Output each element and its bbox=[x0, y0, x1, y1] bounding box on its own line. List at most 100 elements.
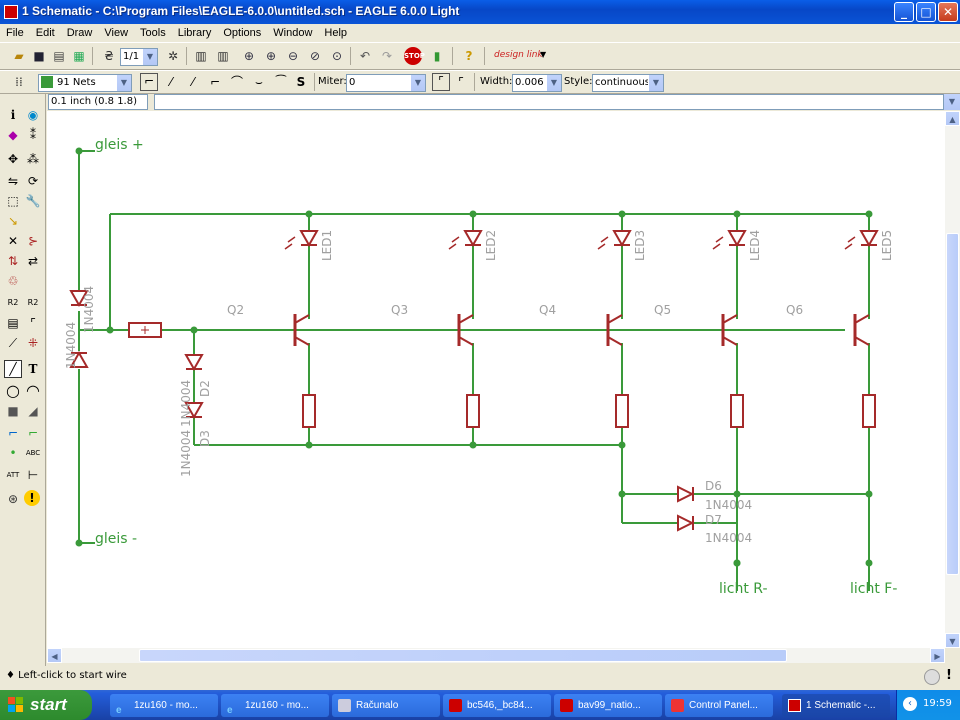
eagle-app-icon[interactable] bbox=[4, 5, 18, 19]
start-button[interactable]: start bbox=[0, 690, 92, 720]
copy-icon[interactable]: ⁂ bbox=[27, 152, 39, 166]
scroll-left-icon[interactable]: ◀ bbox=[47, 648, 62, 663]
diode-d0[interactable] bbox=[69, 350, 89, 369]
label-icon[interactable]: ABC bbox=[25, 449, 41, 457]
stop-icon[interactable]: STOP bbox=[404, 47, 425, 65]
display-icon[interactable]: ◆ bbox=[8, 128, 18, 142]
wire-bend-6-icon[interactable]: ⁀ bbox=[276, 75, 286, 89]
script-icon[interactable]: ▥ bbox=[195, 49, 207, 63]
menu-window[interactable]: Window bbox=[273, 27, 313, 39]
miter-icon[interactable]: ⌜ bbox=[30, 316, 36, 330]
scroll-down-icon[interactable]: ▼ bbox=[945, 633, 960, 648]
zoom-select-icon[interactable]: ⊙ bbox=[331, 49, 343, 63]
wire-bend-4-icon[interactable]: ⌒ bbox=[230, 75, 243, 89]
menu-draw[interactable]: Draw bbox=[66, 27, 93, 39]
menu-library[interactable]: Library bbox=[177, 27, 212, 39]
info-icon[interactable]: i bbox=[10, 108, 16, 122]
led-led5[interactable] bbox=[844, 230, 879, 250]
led-led2[interactable] bbox=[448, 230, 483, 250]
cam-icon[interactable]: ▦ bbox=[73, 49, 85, 63]
replace-icon[interactable]: ♲ bbox=[7, 274, 19, 288]
command-line-input[interactable] bbox=[154, 94, 944, 110]
layer-select[interactable]: 91 Nets ▼ bbox=[38, 74, 132, 92]
chevron-down-icon[interactable]: ▼ bbox=[540, 50, 547, 59]
group-icon[interactable]: ⬚ bbox=[7, 194, 19, 208]
arc-icon[interactable]: ◠ bbox=[26, 381, 40, 400]
led-led3[interactable] bbox=[597, 230, 632, 250]
menu-tools[interactable]: Tools bbox=[140, 27, 166, 39]
diode-d2[interactable] bbox=[184, 354, 204, 372]
help-icon[interactable]: ? bbox=[465, 49, 473, 63]
errors-icon[interactable]: ! bbox=[24, 490, 40, 506]
transistor-q6[interactable] bbox=[853, 314, 870, 346]
transistor-q4[interactable] bbox=[606, 314, 623, 346]
save-icon[interactable]: ■ bbox=[33, 49, 45, 63]
menu-edit[interactable]: Edit bbox=[35, 27, 55, 39]
minimize-button[interactable]: _ bbox=[894, 2, 914, 22]
tray-expand-icon[interactable]: ‹ bbox=[903, 697, 917, 711]
mark-icon[interactable]: ⁑ bbox=[30, 128, 36, 142]
erc-icon[interactable]: ⊛ bbox=[7, 492, 19, 506]
led-led4[interactable] bbox=[712, 230, 747, 250]
attribute-icon[interactable]: ATT bbox=[6, 471, 20, 479]
go-icon[interactable]: ▮ bbox=[433, 49, 441, 63]
wire-bend-5-icon[interactable]: ⌣ bbox=[255, 75, 263, 89]
sheet-select[interactable]: 1/1▼ bbox=[120, 48, 158, 66]
polygon-icon[interactable]: ◢ bbox=[28, 404, 38, 418]
use-icon[interactable]: ✲ bbox=[167, 49, 179, 63]
name-icon[interactable]: R2 bbox=[7, 298, 19, 307]
scroll-right-icon[interactable]: ▶ bbox=[930, 648, 945, 663]
width-select[interactable]: 0.006▼ bbox=[512, 74, 562, 92]
menu-view[interactable]: View bbox=[104, 27, 129, 39]
add-icon[interactable]: ⊱ bbox=[27, 234, 39, 248]
taskbar-item-pdf-2[interactable]: bav99_natio... bbox=[554, 694, 662, 717]
schematic-drawing[interactable]: gleis + gleis - licht R- licht F- Q2 Q3 … bbox=[47, 111, 945, 648]
taskbar-item-pdf-1[interactable]: bc546,_bc84... bbox=[443, 694, 551, 717]
led-led1[interactable] bbox=[284, 230, 319, 250]
clock[interactable]: 19:59 bbox=[923, 698, 952, 709]
rect-icon[interactable]: ■ bbox=[7, 404, 19, 418]
rotate-icon[interactable]: ⟳ bbox=[27, 174, 39, 188]
label-licht-r[interactable]: licht R- bbox=[719, 581, 768, 597]
label-gleis-minus[interactable]: gleis - bbox=[95, 531, 137, 547]
paste-icon[interactable]: ↘ bbox=[7, 214, 19, 228]
sheet-icon[interactable]: ₴ bbox=[104, 49, 114, 63]
wire-icon[interactable]: ╱ bbox=[4, 360, 22, 378]
change-icon[interactable]: 🔧 bbox=[25, 194, 41, 208]
wire-bend-1-icon[interactable]: ⁄ bbox=[169, 75, 172, 89]
wire-bend-2-icon[interactable]: ⁄ bbox=[191, 75, 194, 89]
diode-d1[interactable] bbox=[69, 290, 89, 311]
zoom-redraw-icon[interactable]: ⊘ bbox=[309, 49, 321, 63]
title-bar[interactable]: 1 Schematic - C:\Program Files\EAGLE-6.0… bbox=[0, 0, 960, 24]
command-history-dropdown[interactable]: ▼ bbox=[944, 94, 960, 110]
transistor-q3[interactable] bbox=[457, 314, 474, 346]
horizontal-scroll-thumb[interactable] bbox=[139, 649, 787, 662]
taskbar-item-racunalo[interactable]: Računalo bbox=[332, 694, 440, 717]
vertical-scrollbar[interactable]: ▲ ▼ bbox=[945, 111, 960, 648]
diode-d6[interactable] bbox=[677, 485, 695, 503]
pinswap-icon[interactable]: ⇅ bbox=[7, 254, 19, 268]
gateswap-icon[interactable]: ⇄ bbox=[27, 254, 39, 268]
horizontal-scrollbar[interactable]: ◀ ▶ bbox=[47, 648, 945, 663]
diode-d3[interactable] bbox=[184, 402, 204, 420]
resistor-emitter-2[interactable] bbox=[466, 394, 480, 428]
design-link-logo[interactable]: design link bbox=[494, 50, 543, 60]
menu-help[interactable]: Help bbox=[324, 27, 348, 39]
resistor-emitter-5[interactable] bbox=[862, 394, 876, 428]
grid-icon[interactable]: ⁞⁞ bbox=[15, 75, 23, 89]
zoom-in-icon[interactable]: ⊕ bbox=[265, 49, 277, 63]
scroll-up-icon[interactable]: ▲ bbox=[945, 111, 960, 126]
invoke-icon[interactable]: ⁜ bbox=[27, 336, 39, 350]
resistor-emitter-1[interactable] bbox=[302, 394, 316, 428]
label-licht-f[interactable]: licht F- bbox=[850, 581, 897, 597]
label-gleis-plus[interactable]: gleis + bbox=[95, 137, 144, 153]
junction-icon[interactable]: • bbox=[9, 446, 17, 460]
text-icon[interactable]: T bbox=[28, 362, 38, 376]
move-icon[interactable]: ✥ bbox=[7, 152, 19, 166]
smash-icon[interactable]: ▤ bbox=[7, 316, 19, 330]
menu-file[interactable]: File bbox=[6, 27, 24, 39]
resistor-emitter-4[interactable] bbox=[730, 394, 744, 428]
transistor-q2[interactable] bbox=[293, 314, 310, 346]
